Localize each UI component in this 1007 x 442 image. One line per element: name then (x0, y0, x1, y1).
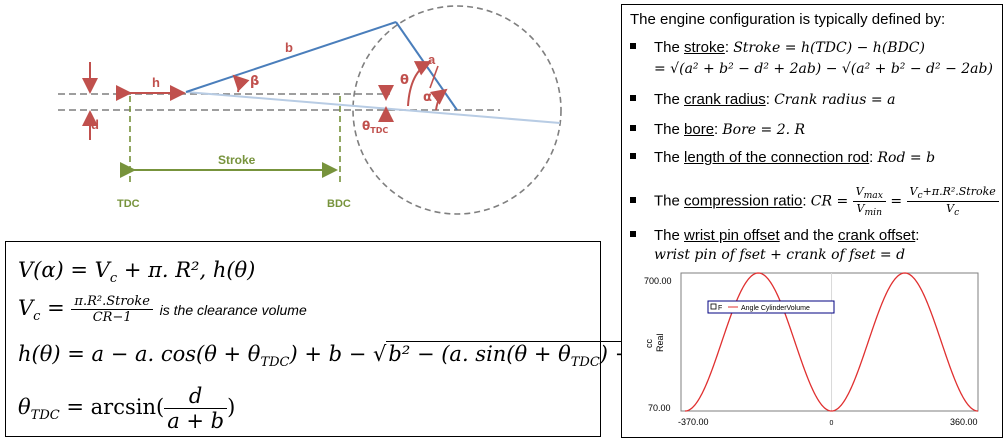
y-tick-top: 700.00 (644, 276, 672, 286)
crank-radius-item: The crank radius: Crank radius = a (630, 91, 895, 108)
bullet-icon (630, 153, 636, 160)
y-axis-unit: cc (644, 339, 654, 349)
offset-continuation: wrist pin of fset + crank of fset = d (654, 247, 906, 263)
label-theta: θ (400, 73, 409, 88)
engine-geometry-diagram: h b β a θ α d θTDC Stroke TDC BDC (58, 5, 562, 215)
bore-item: The bore: Bore = 2. R (630, 121, 805, 138)
rod-length-item: The length of the connection rod: Rod = … (630, 149, 935, 166)
beta-angle-arc (232, 74, 250, 93)
y-tick-bottom: 70.00 (648, 403, 671, 413)
theta-angle-arc (407, 61, 432, 107)
label-theta-tdc: θTDC (362, 119, 388, 135)
label-h: h (152, 75, 160, 90)
a-dimension-arrow (429, 65, 439, 89)
x-tick-left: -370.00 (678, 417, 709, 427)
label-stroke: Stroke (218, 153, 256, 167)
connecting-rod-line (185, 21, 397, 93)
label-tdc: TDC (117, 198, 140, 210)
label-b: b (285, 40, 293, 55)
alpha-angle-arc (430, 88, 448, 111)
tdc-alignment-line (185, 91, 561, 124)
stroke-item: The stroke: Stroke = h(TDC) − h(BDC) (630, 39, 925, 56)
label-a: a (428, 52, 436, 67)
bullet-icon (630, 231, 636, 238)
bullet-icon (630, 125, 636, 132)
bullet-icon (630, 196, 636, 203)
x-tick-zero: 0 (830, 420, 834, 427)
label-bdc: BDC (327, 198, 351, 210)
crank-circle (352, 5, 562, 215)
stroke-continuation: = √(a² + b² − d² + 2ab) − √(a² + b² − d²… (654, 61, 993, 77)
offset-item: The wrist pin offset and the crank offse… (630, 227, 919, 244)
plot-area-frame (680, 272, 979, 412)
bullet-icon (630, 43, 636, 50)
height-formula: h(θ) = a − a. cos(θ + θTDC) + b − √b² − … (18, 341, 669, 370)
label-beta: β (250, 74, 259, 89)
x-tick-right: 360.00 (950, 417, 978, 427)
label-d: d (91, 117, 99, 132)
legend-checkbox-icon (710, 303, 717, 310)
legend-prefix: F (718, 305, 722, 312)
label-alpha: α (423, 90, 432, 105)
volume-formula-box: V(α) = Vc + π. R², h(θ) Vc = π.R².Stroke… (5, 241, 669, 437)
bullet-icon (630, 95, 636, 102)
chart-legend: F Angle CylinderVolume (707, 300, 835, 314)
legend-series-name: Angle CylinderVolume (741, 305, 810, 312)
clearance-volume-note: is the clearance volume (159, 302, 307, 318)
configuration-title: The engine configuration is typically de… (630, 11, 946, 28)
cylinder-volume-chart: F Angle CylinderVolume cc Real 700.00 70… (634, 268, 990, 433)
y-axis-label: Real (655, 333, 665, 352)
volume-formula: V(α) = Vc + π. R², h(θ) (18, 258, 256, 287)
legend-box (707, 300, 835, 314)
